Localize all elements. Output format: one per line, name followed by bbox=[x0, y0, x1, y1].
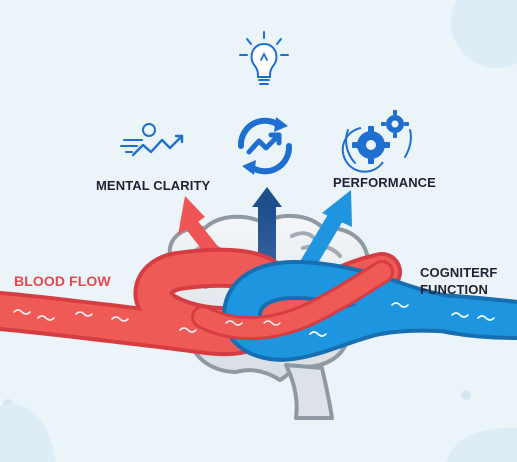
cognitive-function-label: COGNITERF FUNCTION bbox=[420, 264, 497, 298]
red-flow-overlap bbox=[191, 260, 394, 341]
gears-icon bbox=[341, 110, 412, 173]
lightbulb-icon bbox=[239, 31, 289, 85]
performance-label: PERFORMANCE bbox=[333, 175, 436, 190]
refresh-growth-icon bbox=[237, 117, 293, 175]
mental-clarity-label: MENTAL CLARITY bbox=[96, 178, 211, 193]
cognitive-function-line-1: COGNITERF bbox=[420, 265, 498, 280]
blood-flow-label: BLOOD FLOW bbox=[14, 273, 111, 289]
cognitive-function-line-2: FUNCTION bbox=[420, 282, 488, 297]
rising-trend-icon bbox=[120, 123, 184, 157]
